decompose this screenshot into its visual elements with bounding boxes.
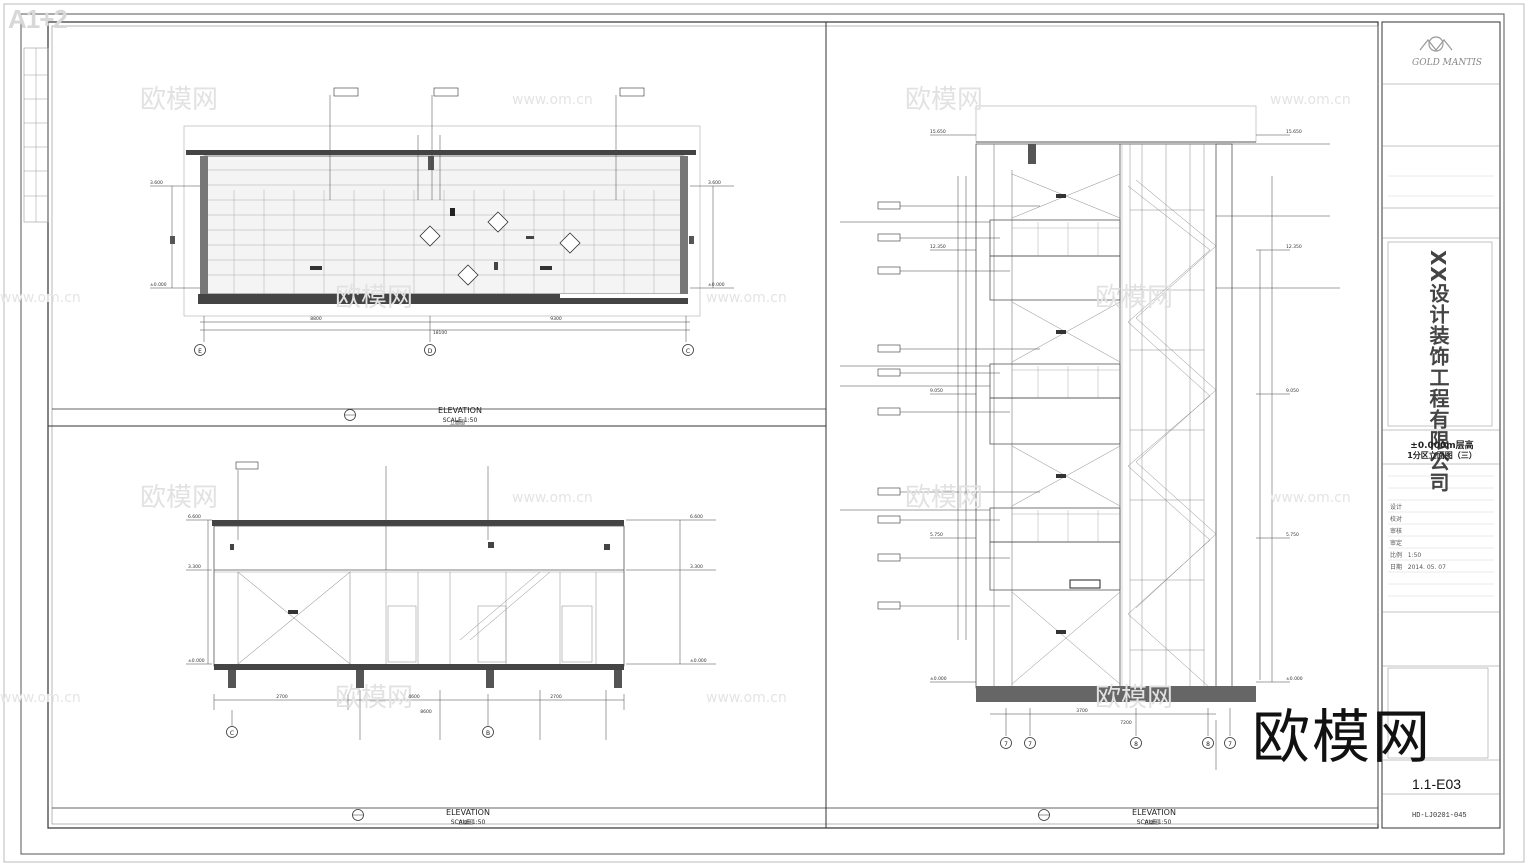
row-review: 审核 — [1390, 528, 1403, 535]
level-label: 15.650 — [930, 129, 946, 135]
grid-axis-label: 8 — [1134, 741, 1138, 748]
grid-axis-label: 8 — [1206, 741, 1210, 748]
row-date: 日期 2014. 05. 07 — [1390, 564, 1446, 571]
view-3-title: ELEVATION SCALE 1:50 — [1132, 808, 1176, 826]
elevation-view-1 — [52, 87, 826, 421]
view-1-title: ELEVATION SCALE 1:50 — [438, 406, 482, 424]
dimension-label: 7200 — [1120, 720, 1132, 726]
level-label: 9.050 — [930, 388, 943, 394]
title-block-rows: 设计 校对 审核 审定 比例 1:50 日期 2014. 05. 07 — [1390, 502, 1490, 574]
grid-axis-label: C — [686, 348, 690, 355]
level-label: 5.750 — [930, 532, 943, 538]
watermark-url: www.om.cn — [512, 92, 593, 108]
watermark-text: 欧模网 — [140, 483, 218, 513]
level-label: ±0.000 — [188, 658, 205, 664]
watermark-text: 欧模网 — [140, 85, 218, 115]
dimension-label: 4600 — [408, 694, 420, 700]
grid-axis-label: C — [230, 730, 234, 737]
watermark-url: www.om.cn — [706, 290, 787, 306]
level-label: ±0.000 — [708, 282, 725, 288]
grid-axis-label: 7 — [1228, 741, 1232, 748]
site-stamp-watermark: 欧模网 — [1252, 703, 1433, 771]
row-design: 设计 — [1390, 504, 1403, 511]
watermark-url: www.om.cn — [1270, 490, 1351, 506]
watermark-text: 欧模网 — [335, 683, 413, 713]
view-1-title-cn: 立面图 — [450, 419, 465, 426]
watermark-url: www.om.cn — [1270, 92, 1351, 108]
dimension-label: 8600 — [420, 709, 432, 715]
grid-axis-label: D — [428, 348, 433, 355]
drawing-title-line-2: 1分区立面图（三） — [1407, 451, 1477, 460]
dimension-label: 2700 — [276, 694, 288, 700]
sheet-size-label: A1+2 — [8, 4, 68, 34]
elevation-view-3 — [826, 105, 1378, 821]
row-scale: 比例 1:50 — [1390, 552, 1422, 559]
level-label: 12.350 — [1286, 244, 1302, 250]
dimension-label: 9300 — [550, 316, 562, 322]
watermark-text: 欧模网 — [335, 283, 413, 313]
grid-axis-label: E — [198, 348, 202, 355]
elevation-view-2 — [52, 461, 826, 821]
dimension-label: 8800 — [310, 316, 322, 322]
dimension-label: 2700 — [550, 694, 562, 700]
level-label: 15.650 — [1286, 129, 1302, 135]
watermark-text: 欧模网 — [905, 85, 983, 115]
watermark-url: www.om.cn — [512, 490, 593, 506]
dimension-label: 18100 — [433, 330, 447, 336]
view-3-title-cn: 立面图 — [1144, 819, 1159, 826]
sheet-number: 1.1-E03 — [1412, 776, 1462, 792]
level-label: 6.600 — [188, 514, 201, 520]
level-label: 3.600 — [150, 180, 163, 186]
level-label: ±0.000 — [930, 676, 947, 682]
level-label: 12.350 — [930, 244, 946, 250]
row-check: 校对 — [1390, 516, 1403, 523]
level-label: 3.600 — [708, 180, 721, 186]
level-label: 6.600 — [690, 514, 703, 520]
sheet-border — [20, 13, 1505, 855]
annotation-labels: E D C C B 7 7 8 8 7 3.600 ±0.000 3.600 ±0.000 6.600 3.3… — [150, 129, 1303, 826]
project-title: XX设计装饰工程有限公司 — [1426, 250, 1450, 493]
watermark-text: 欧模网 — [905, 483, 983, 513]
watermark-url: www.om.cn — [0, 290, 81, 306]
title-block — [1381, 21, 1501, 829]
dimension-label: 3700 — [1076, 708, 1088, 714]
level-label: 3.300 — [188, 564, 201, 570]
company-logo-icon — [1419, 36, 1453, 52]
level-label: 3.300 — [690, 564, 703, 570]
watermark-text: 欧模网 — [1095, 683, 1173, 713]
logo-text: GOLD MANTIS — [1412, 58, 1482, 68]
level-label: 9.050 — [1286, 388, 1299, 394]
drawing-title-line-1: ±0.000m层高 — [1410, 441, 1474, 451]
drawing-area-border — [47, 21, 1379, 829]
view-2-title: ELEVATION SCALE 1:50 — [446, 808, 490, 826]
grid-axis-label: 7 — [1004, 741, 1008, 748]
drawing-number: HD-LJ0201-045 — [1412, 812, 1467, 820]
level-label: ±0.000 — [1286, 676, 1303, 682]
watermark-url: www.om.cn — [0, 690, 81, 706]
watermark-url: www.om.cn — [706, 690, 787, 706]
grid-axis-label: 7 — [1028, 741, 1032, 748]
level-label: ±0.000 — [150, 282, 167, 288]
view-2-title-cn: 立面图 — [458, 819, 473, 826]
level-label: 5.750 — [1286, 532, 1299, 538]
grid-axis-label: B — [486, 730, 490, 737]
level-label: ±0.000 — [690, 658, 707, 664]
row-approve: 审定 — [1390, 540, 1403, 547]
watermark-text: 欧模网 — [1095, 283, 1173, 313]
